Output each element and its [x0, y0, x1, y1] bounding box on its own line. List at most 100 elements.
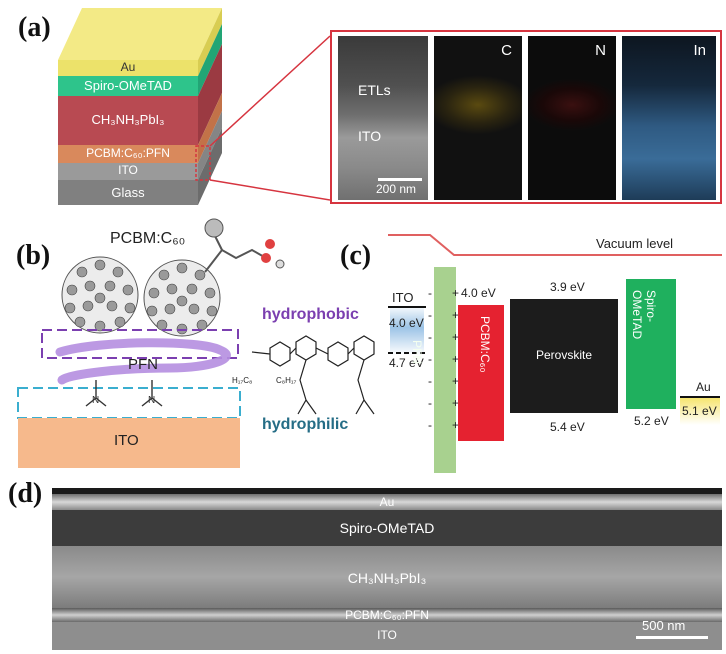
spiro-band-label: Spiro-OMeTAD — [630, 290, 658, 340]
perovskite-layer-front — [58, 96, 198, 145]
edx-map-label-in: In — [693, 42, 706, 59]
perovskite-band — [510, 299, 618, 413]
svg-text:-: - — [428, 286, 432, 300]
tem-image: ETLs ITO 200 nm — [338, 36, 428, 200]
ito-label-c: ITO — [392, 290, 414, 305]
panel-label-c: (c) — [340, 240, 372, 271]
svg-text:+: + — [452, 286, 459, 300]
sem-label-spiro: Spiro-OMeTAD — [339, 520, 435, 536]
pcbm-band — [458, 305, 504, 441]
svg-text:-: - — [428, 308, 432, 322]
hydrophobic-region-box — [41, 329, 239, 359]
perovskite-top-value: 3.9 eV — [550, 280, 585, 294]
svg-text:+: + — [452, 308, 459, 322]
layer-label-au: Au — [120, 60, 136, 74]
hydrophilic-label: hydrophilic — [262, 416, 349, 433]
layer-label-etl: PCBM:C₆₀:PFN — [86, 146, 170, 160]
pcbm-top-value: 4.0 eV — [461, 286, 496, 300]
pcbm-band-label: PCBM:C₆₀ — [478, 316, 492, 373]
device-stack-diagram — [58, 8, 330, 205]
fullerene-pcbm-icon — [143, 218, 285, 337]
pfn-substituent-left: H₁₇C₈ — [232, 376, 253, 385]
svg-text:-: - — [428, 418, 432, 432]
au-label-c: Au — [696, 380, 711, 394]
svg-text:+: + — [452, 418, 459, 432]
au-layer-side — [198, 8, 222, 76]
fullerene-c60-icon — [61, 256, 139, 334]
spiro-layer-front — [58, 76, 198, 96]
svg-text:N: N — [92, 395, 99, 406]
sem-label-etl: PCBM:C₆₀:PFN — [345, 608, 429, 622]
svg-text:-: - — [428, 396, 432, 410]
pcbm-label: PCBM:C₆₀ — [110, 230, 186, 247]
glass-layer-front — [58, 180, 198, 205]
sem-cross-section: Au Spiro-OMeTAD CH₃NH₃PbI₃ PCBM:C₆₀:PFN … — [52, 488, 722, 650]
svg-text:+: + — [452, 396, 459, 410]
spiro-band — [626, 279, 676, 409]
vacuum-level-label: Vacuum level — [596, 236, 674, 251]
amine-groups — [85, 380, 163, 407]
zoom-line-bottom — [209, 179, 330, 201]
pfn-band-label: PFN — [410, 340, 424, 364]
ito-band — [390, 305, 424, 355]
sem-perovskite-layer — [52, 546, 722, 608]
edx-map-nitrogen: N — [528, 36, 616, 200]
tem-etls-label: ETLs — [358, 82, 391, 98]
sem-ito-layer — [52, 622, 722, 650]
sem-label-au: Au — [379, 495, 395, 509]
au-band — [680, 397, 720, 425]
etl-layer-front — [58, 145, 198, 163]
panel-label-d: (d) — [8, 478, 43, 509]
layer-label-spiro: Spiro-OMeTAD — [84, 78, 172, 93]
spiro-layer-side — [198, 24, 222, 96]
svg-text:N: N — [148, 395, 155, 406]
perovskite-band-label: Perovskite — [535, 348, 593, 362]
tem-scale-bar — [378, 178, 422, 181]
panel-label-b: (b) — [16, 240, 51, 271]
interface-schematic: N N — [17, 218, 375, 468]
edx-map-carbon: C — [434, 36, 522, 200]
vacuum-level-line — [388, 234, 722, 256]
panel-label-a: (a) — [18, 12, 51, 43]
au-value: 5.1 eV — [682, 404, 717, 418]
sem-au-layer — [52, 494, 722, 510]
layer-label-ito: ITO — [118, 163, 138, 177]
sem-etl-layer — [52, 608, 722, 622]
pfn-chain — [55, 338, 231, 385]
sem-scale-bar — [636, 636, 708, 639]
svg-text:-: - — [428, 352, 432, 366]
sem-scale-label: 500 nm — [642, 618, 686, 633]
svg-text:+: + — [452, 330, 459, 344]
layer-label-glass: Glass — [111, 185, 145, 200]
spiro-bottom-value: 5.2 eV — [634, 414, 669, 428]
pfn-structure-icon — [251, 335, 375, 415]
sem-label-perovskite: CH₃NH₃PbI₃ — [347, 570, 427, 586]
ito-substrate-label: ITO — [114, 432, 139, 449]
hydrophobic-label: hydrophobic — [262, 306, 359, 323]
ito-substrate — [18, 418, 240, 468]
svg-text:+: + — [452, 352, 459, 366]
energy-level-diagram: - + - + - + - + - + - + - + — [388, 234, 722, 473]
svg-text:-: - — [428, 374, 432, 388]
layer-label-perovskite: CH₃NH₃PbI₃ — [91, 112, 165, 127]
ito-bottom-value: 4.7 eV — [389, 356, 424, 370]
svg-text:+: + — [452, 374, 459, 388]
edx-map-label-n: N — [595, 42, 606, 59]
tem-ito-label: ITO — [358, 128, 382, 144]
ito-layer-front — [58, 163, 198, 180]
pfn-substituent-right: C₈H₁₇ — [276, 376, 297, 385]
au-layer-front — [58, 60, 198, 76]
pfn-label: PFN — [128, 356, 158, 373]
sem-label-ito: ITO — [377, 628, 397, 642]
hydrophilic-region-box — [17, 387, 241, 419]
ito-top-value: 4.0 eV — [389, 316, 424, 330]
sem-spiro-layer — [52, 510, 722, 546]
zoom-line-top — [209, 35, 330, 147]
svg-text:-: - — [428, 330, 432, 344]
glass-layer-side — [198, 128, 222, 205]
edx-map-label-c: C — [501, 42, 512, 59]
pfn-band — [434, 267, 456, 473]
tem-scale-label: 200 nm — [376, 182, 417, 196]
perovskite-bottom-value: 5.4 eV — [550, 420, 585, 434]
edx-map-indium: In — [622, 36, 716, 200]
